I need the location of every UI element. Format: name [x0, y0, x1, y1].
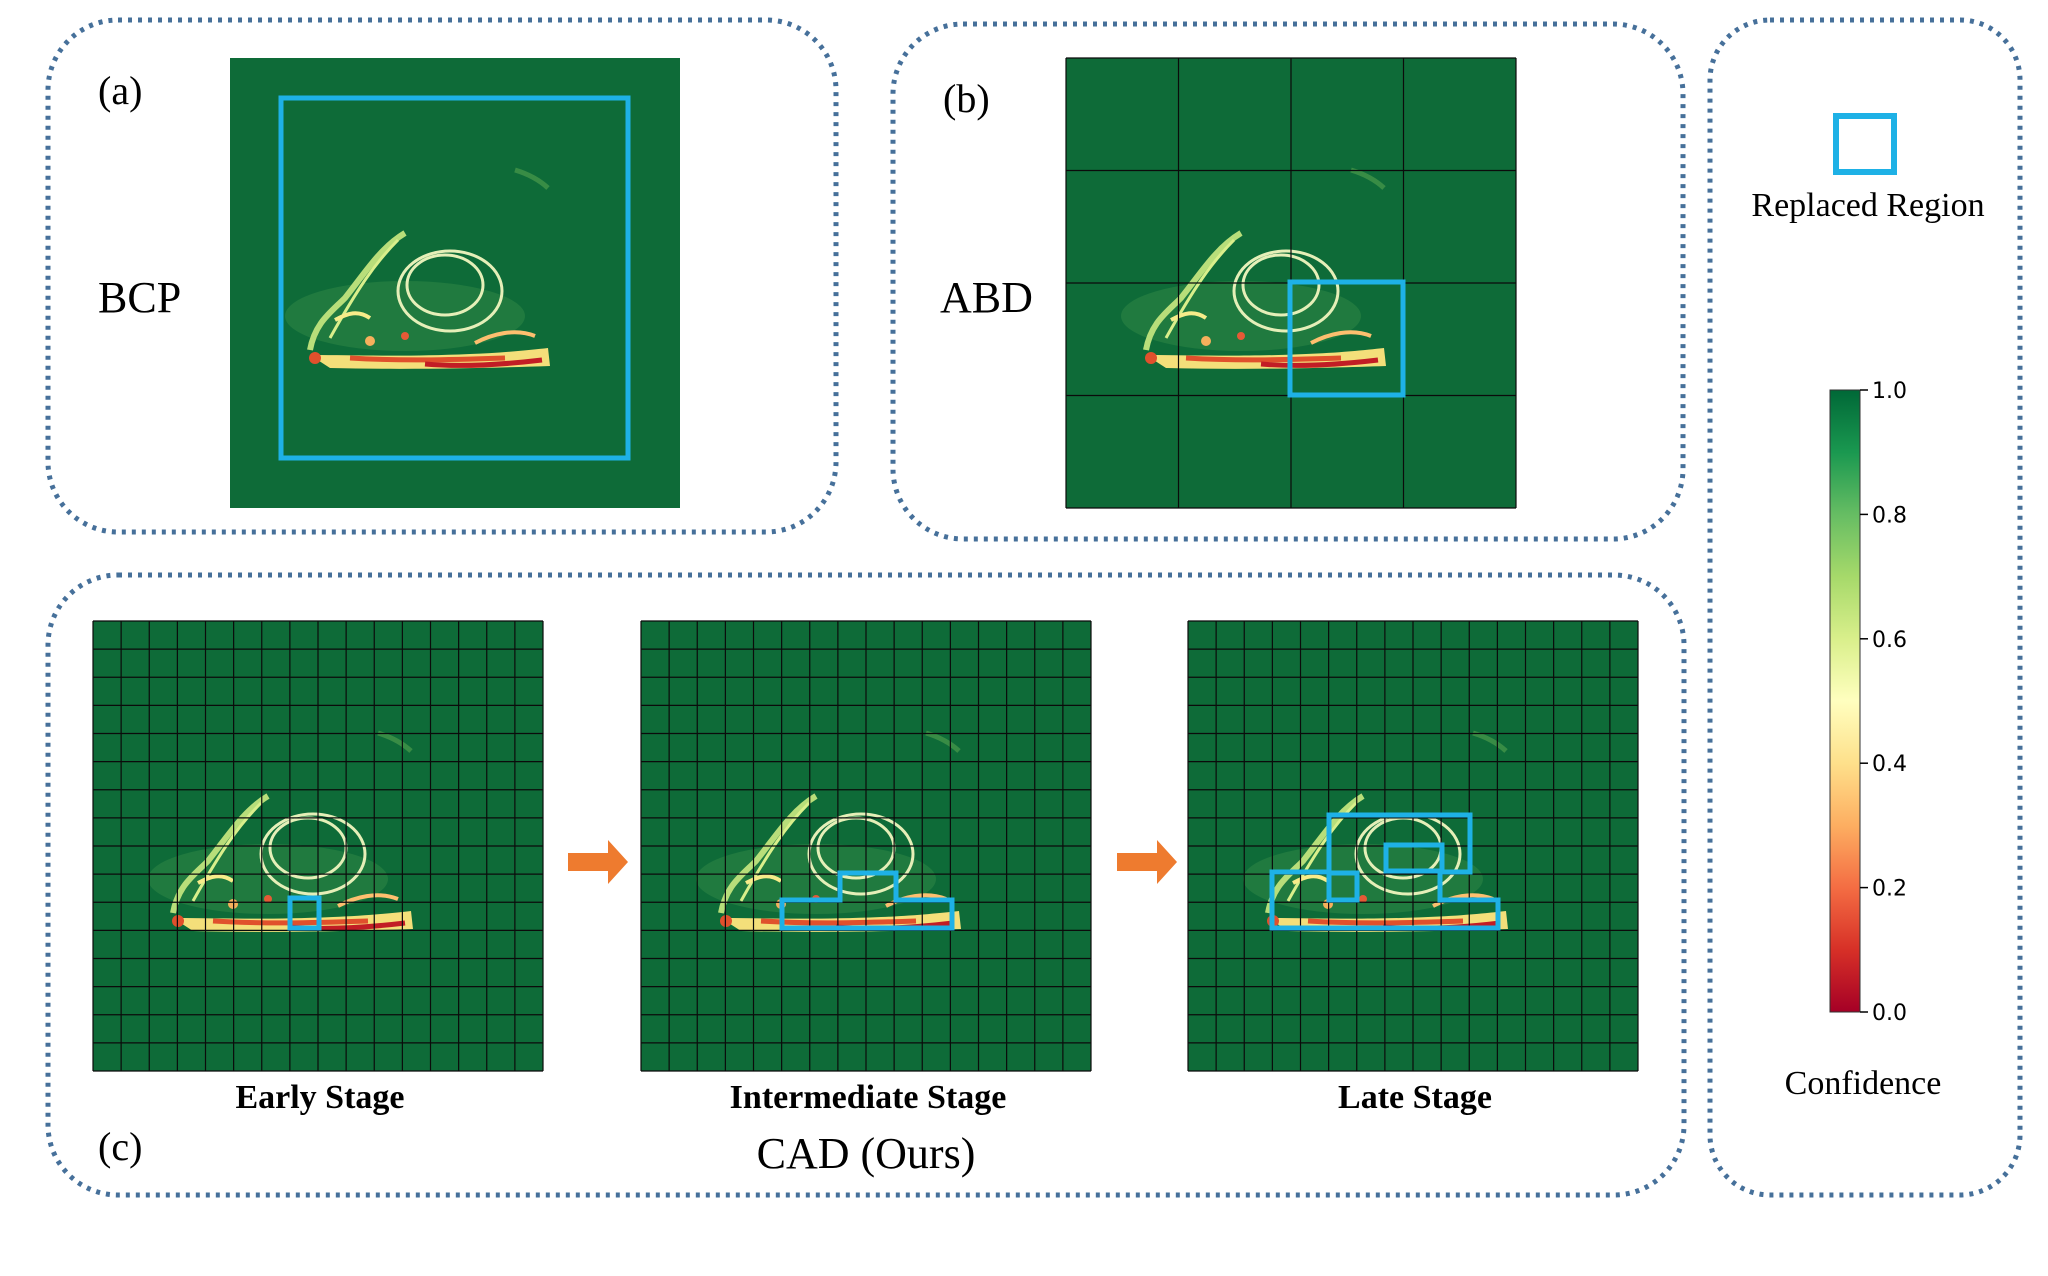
colorbar-tick-label: 0.0: [1872, 1001, 1907, 1026]
colorbar-ticks: 1.0 0.8 0.6 0.4 0.2 0.0: [1860, 379, 1907, 1026]
colorbar-tick-label: 0.6: [1872, 628, 1907, 653]
late-stage-replaced-box: [1383, 842, 1445, 874]
panel-a: (a) BCP: [45, 17, 839, 535]
colorbar-label: Confidence: [1785, 1065, 1942, 1102]
colorbar-tick-label: 0.4: [1872, 752, 1907, 777]
panel-a-border: [45, 17, 839, 535]
panel-a-replaced-box: [278, 95, 631, 461]
square-outline-icon: [1833, 113, 1897, 175]
panel-c-tag: (c): [98, 1124, 142, 1169]
replaced-region-label: Replaced Region: [1751, 187, 1984, 224]
panel-b-tag: (b): [943, 76, 990, 121]
early-stage-label: Early Stage: [235, 1079, 404, 1116]
late-stage-replaced-box: [1269, 812, 1501, 931]
panel-b-border: [890, 21, 1686, 542]
panel-a-heatmap: [230, 58, 680, 508]
right-arrow-icon: [568, 840, 628, 884]
late-stage-label: Late Stage: [1338, 1079, 1492, 1116]
late-stage-replaced-boxes: [1269, 812, 1501, 931]
intermediate-stage-replaced-box: [779, 870, 955, 931]
panel-c-title: CAD (Ours): [757, 1129, 976, 1178]
panel-b: (b) ABD: [890, 21, 1686, 542]
panel-b-method-label: ABD: [940, 273, 1033, 322]
panel-a-method-label: BCP: [98, 273, 181, 322]
colorbar: [1829, 389, 1861, 1013]
early-stage-replaced-box: [287, 895, 322, 931]
legend-panel-border: [1707, 17, 2023, 1198]
late-stage-replaced-box: [1326, 870, 1360, 903]
panel-a-tag: (a): [98, 68, 142, 113]
colorbar-tick-label: 0.8: [1872, 503, 1907, 528]
late-stage-grid: [1187, 620, 1639, 1072]
intermediate-stage-label: Intermediate Stage: [730, 1079, 1007, 1116]
intermediate-stage-grid: [640, 620, 1092, 1072]
panel-c: Early Stage Intermediate Stage Late Stag…: [45, 572, 1687, 1198]
panel-c-border: [45, 572, 1687, 1198]
colorbar-tick-label: 1.0: [1872, 379, 1907, 404]
panel-b-replaced-box: [1287, 279, 1406, 398]
colorbar-tick-label: 0.2: [1872, 877, 1907, 902]
right-arrow-icon: [1117, 840, 1177, 884]
legend-panel: Replaced Region 1.0 0.8 0.6 0.4 0.2 0.0 Confi…: [1707, 17, 2023, 1198]
